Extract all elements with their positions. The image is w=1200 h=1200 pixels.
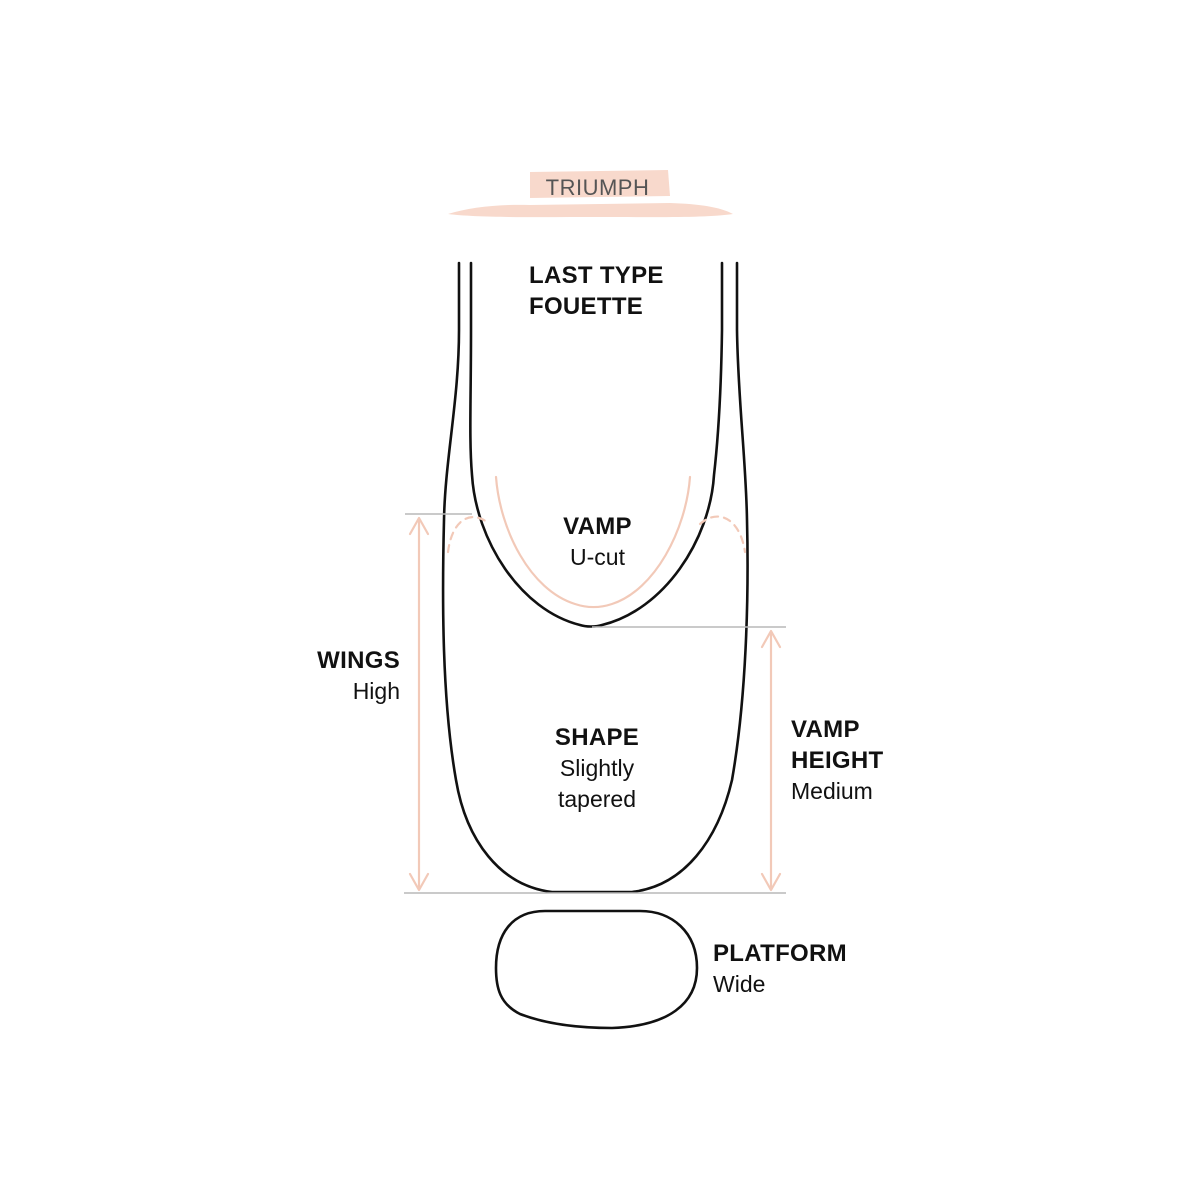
brand-name: TRIUMPH — [545, 175, 650, 200]
last-type-value: FOUETTE — [529, 293, 644, 320]
wing-dashed-left — [446, 516, 489, 554]
wing-dashed-right — [698, 515, 747, 554]
platform-title: PLATFORM — [713, 940, 847, 967]
vamp-height-label: VAMP HEIGHT Medium — [791, 714, 883, 807]
vamp-title: VAMP — [563, 513, 632, 540]
platform-value: Wide — [713, 971, 766, 997]
last-type-label: LAST TYPE FOUETTE — [529, 260, 664, 322]
shoe-outer-outline — [441, 261, 749, 894]
brand-tag-background — [448, 170, 733, 218]
vamp-value: U-cut — [570, 544, 625, 570]
shoe-opening-outline — [469, 261, 724, 628]
wings-title: WINGS — [317, 647, 400, 674]
vamp-height-title-line1: VAMP — [791, 716, 860, 743]
vamp-label: VAMP U-cut — [530, 511, 665, 573]
wings-height-arrow — [408, 516, 430, 892]
vamp-height-title-line2: HEIGHT — [791, 747, 884, 774]
vamp-ucut-accent — [494, 475, 692, 609]
vamp-height-arrow — [760, 629, 782, 892]
vamp-height-value: Medium — [791, 778, 873, 804]
platform-outline — [494, 909, 699, 1030]
shape-value-line1: Slightly — [559, 755, 635, 781]
shape-value-line2: tapered — [557, 786, 636, 812]
wings-label: WINGS High — [280, 645, 400, 707]
last-type-title: LAST TYPE — [529, 262, 664, 289]
shape-label: SHAPE Slightly tapered — [522, 722, 672, 815]
wings-value: High — [352, 678, 400, 704]
platform-label: PLATFORM Wide — [713, 938, 847, 1000]
shape-title: SHAPE — [554, 724, 640, 751]
